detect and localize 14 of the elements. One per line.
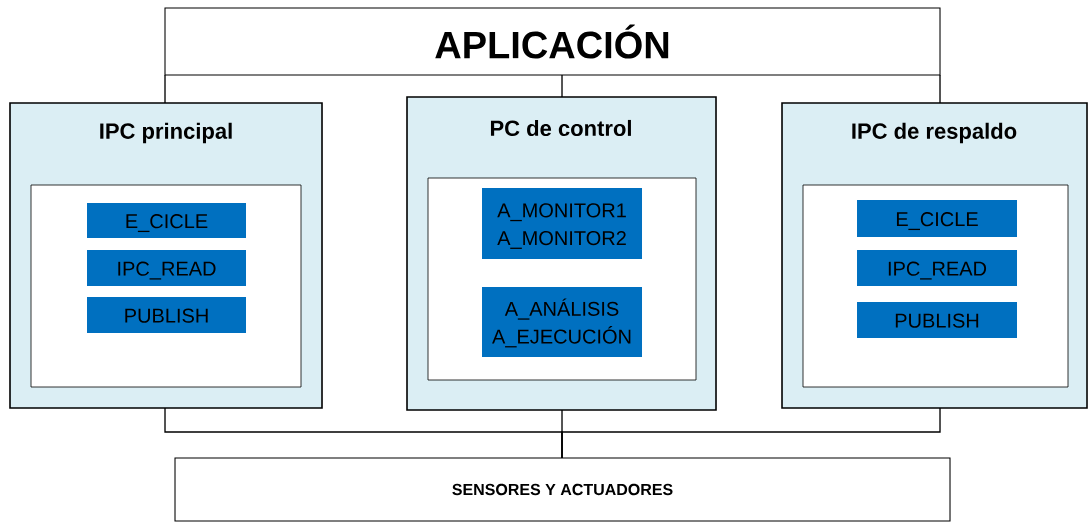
layer-box: SENSORES Y ACTUADORES xyxy=(174,457,951,522)
process-box: E_CICLE xyxy=(857,200,1017,237)
process-box: IPC_READ xyxy=(857,250,1017,286)
process-box: E_CICLE xyxy=(87,203,246,238)
process-box: A_MONITOR1 A_MONITOR2 xyxy=(482,188,642,259)
process-box: PUBLISH xyxy=(87,297,246,333)
connector-line xyxy=(164,74,166,104)
connector-line xyxy=(561,74,563,98)
process-box: A_ANÁLISIS A_EJECUCIÓN xyxy=(482,287,642,357)
process-box: IPC_READ xyxy=(87,250,246,286)
process-box: PUBLISH xyxy=(857,302,1017,338)
layer-box: APLICACIÓN xyxy=(164,7,941,76)
connector-line xyxy=(561,407,941,459)
connector-line xyxy=(939,74,941,104)
